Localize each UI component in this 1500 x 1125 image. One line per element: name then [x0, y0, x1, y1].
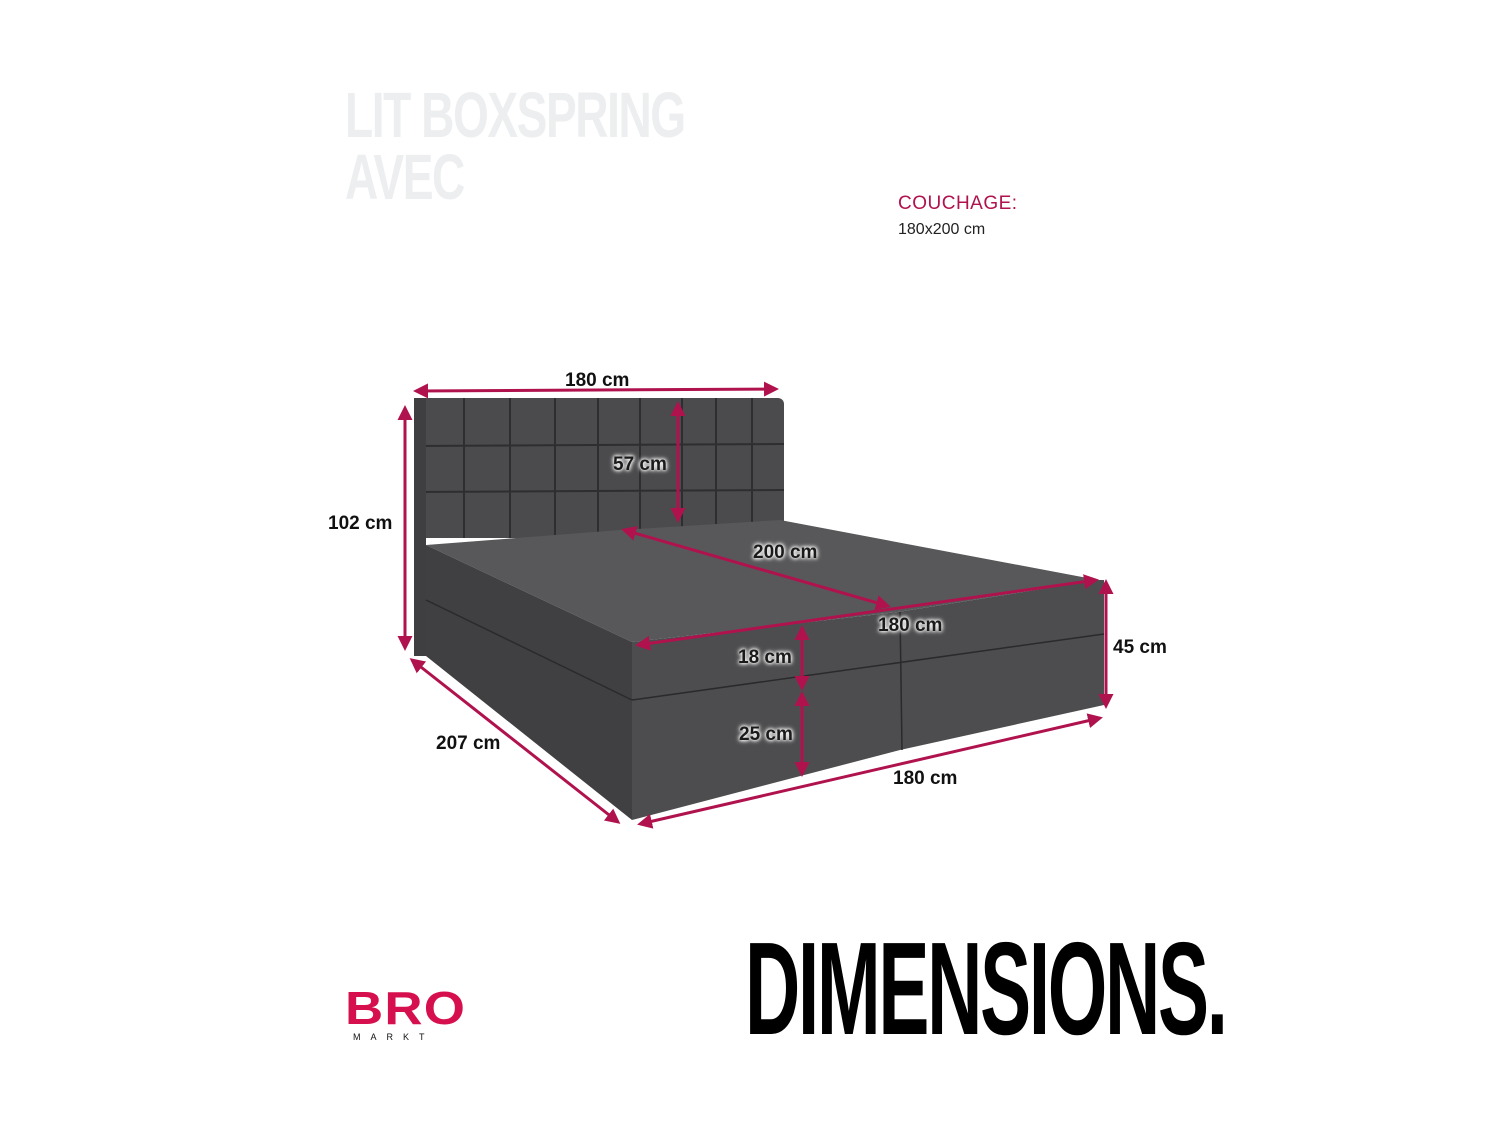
page-title: LIT BOXSPRING AVEC	[345, 79, 686, 213]
label-side-height: 45 cm	[1113, 637, 1167, 658]
label-base-height: 25 cm	[739, 724, 793, 745]
logo-sub: MARKT	[353, 1032, 435, 1042]
label-topper-height: 18 cm	[738, 647, 792, 668]
label-base-width: 180 cm	[893, 768, 958, 789]
label-mattress-width: 180 cm	[878, 615, 943, 636]
headboard	[413, 398, 785, 656]
couchage-spec: COUCHAGE: 180x200 cm	[898, 193, 1018, 239]
couchage-value: 180x200 cm	[898, 221, 986, 238]
label-total-length: 207 cm	[436, 733, 501, 754]
dimensions-headline: DIMENSIONS.	[745, 915, 1228, 1062]
label-mattress-length: 200 cm	[753, 542, 818, 563]
label-total-height: 102 cm	[328, 513, 393, 534]
logo-main: BRO	[345, 982, 467, 1034]
title-line-2: AVEC	[345, 141, 465, 213]
brand-logo: BRO MARKT	[345, 985, 465, 1042]
label-headboard-width: 180 cm	[565, 370, 630, 391]
label-headboard-panel-height: 57 cm	[613, 454, 667, 475]
couchage-label: COUCHAGE:	[898, 193, 1018, 214]
title-line-1: LIT BOXSPRING	[345, 79, 686, 151]
